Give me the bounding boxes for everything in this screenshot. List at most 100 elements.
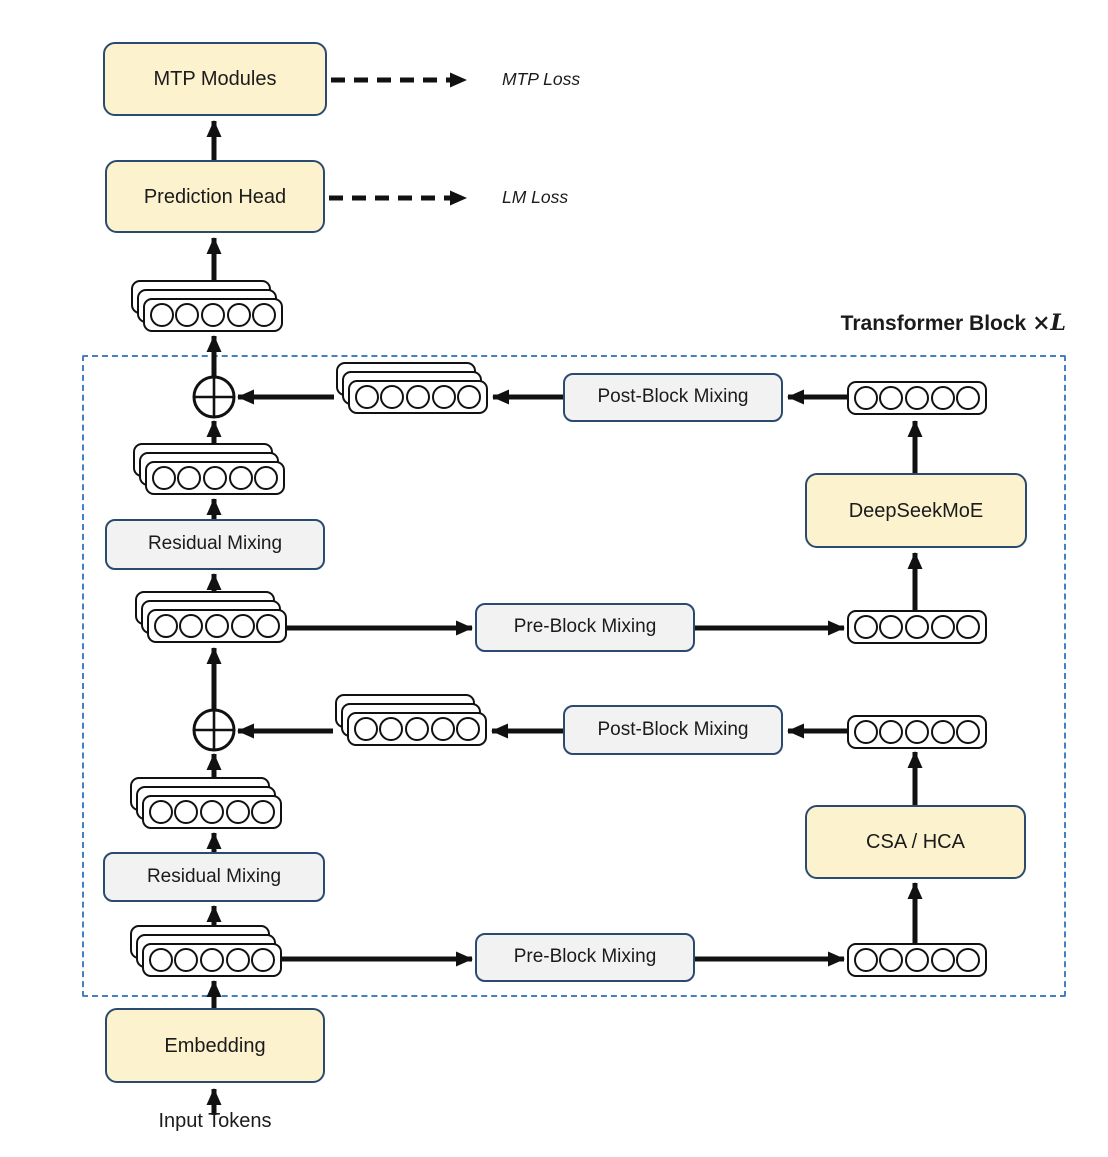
token-cell <box>904 386 929 410</box>
token-cell <box>879 948 904 972</box>
token-cell <box>956 720 981 744</box>
token-stack-residual-in-lower <box>130 925 282 977</box>
token-cell <box>853 615 878 639</box>
token-cell <box>930 948 955 972</box>
transformer-block-title: Transformer Block ×L <box>650 310 1066 336</box>
token-stack-postmix-lower <box>335 694 487 746</box>
node-embedding: Embedding <box>105 1008 325 1083</box>
token-stack-residual-out-upper <box>133 443 285 495</box>
token-cell <box>379 717 404 741</box>
token-cell <box>251 800 276 824</box>
token-cell <box>204 614 229 638</box>
node-residual-mixing-upper-label: Residual Mixing <box>147 533 283 555</box>
token-cell <box>252 303 277 327</box>
token-cell <box>457 385 482 409</box>
token-cell <box>853 386 878 410</box>
token-cell <box>956 948 981 972</box>
token-cell <box>930 720 955 744</box>
token-vector <box>142 943 282 977</box>
node-prediction-head-label: Prediction Head <box>143 185 287 208</box>
transformer-block-title-text: Transformer Block <box>840 312 1027 335</box>
token-cell <box>930 386 955 410</box>
node-embedding-label: Embedding <box>164 1034 266 1057</box>
node-post-block-mixing-lower-label: Post-Block Mixing <box>597 718 749 740</box>
node-pre-block-mixing-upper-label: Pre-Block Mixing <box>513 616 657 638</box>
mtp-loss-label: MTP Loss <box>502 69 581 89</box>
token-cell <box>353 717 378 741</box>
token-stack-residual-out-lower <box>130 777 282 829</box>
node-csa-hca-label: CSA / HCA <box>866 831 965 853</box>
node-csa-hca: CSA / HCA <box>805 805 1026 879</box>
token-vector-moe-out <box>847 381 987 415</box>
token-cell <box>904 615 929 639</box>
token-vector <box>348 380 488 414</box>
token-cell <box>251 948 276 972</box>
transformer-block-repeat: ×L <box>1032 310 1066 336</box>
token-cell <box>256 614 281 638</box>
token-cell <box>148 948 173 972</box>
token-cell <box>930 615 955 639</box>
node-mtp-modules: MTP Modules <box>103 42 327 116</box>
token-cell <box>254 466 279 490</box>
node-residual-mixing-upper: Residual Mixing <box>105 519 325 570</box>
node-post-block-mixing-lower: Post-Block Mixing <box>563 705 783 755</box>
node-deepseekmoe: DeepSeekMoE <box>805 473 1027 548</box>
token-cell <box>853 720 878 744</box>
token-vector-attn-in <box>847 943 987 977</box>
token-stack-output <box>131 280 283 332</box>
token-cell <box>179 614 204 638</box>
node-post-block-mixing-upper: Post-Block Mixing <box>563 373 783 422</box>
node-deepseekmoe-label: DeepSeekMoE <box>848 499 984 522</box>
token-vector <box>147 609 287 643</box>
token-vector-attn-out <box>847 715 987 749</box>
node-pre-block-mixing-upper: Pre-Block Mixing <box>475 603 695 652</box>
token-cell <box>879 386 904 410</box>
token-vector <box>142 795 282 829</box>
node-residual-mixing-lower: Residual Mixing <box>103 852 325 902</box>
token-cell <box>404 717 429 741</box>
token-stack-residual-in-upper <box>135 591 287 643</box>
token-cell <box>230 614 255 638</box>
node-mtp-modules-label: MTP Modules <box>153 68 277 90</box>
token-cell <box>202 466 227 490</box>
token-cell <box>405 385 430 409</box>
token-cell <box>354 385 379 409</box>
node-post-block-mixing-upper-label: Post-Block Mixing <box>597 386 749 408</box>
token-cell <box>225 948 250 972</box>
token-cell <box>174 800 199 824</box>
token-cell <box>431 385 456 409</box>
node-residual-mixing-lower-label: Residual Mixing <box>146 865 282 887</box>
token-vector <box>145 461 285 495</box>
token-cell <box>956 615 981 639</box>
token-cell <box>879 720 904 744</box>
token-cell <box>226 303 251 327</box>
token-cell <box>430 717 455 741</box>
token-cell <box>228 466 253 490</box>
token-cell <box>879 615 904 639</box>
token-cell <box>380 385 405 409</box>
token-cell <box>456 717 481 741</box>
token-cell <box>225 800 250 824</box>
token-cell <box>151 466 176 490</box>
loss-arrows <box>329 72 467 206</box>
token-cell <box>904 948 929 972</box>
token-cell <box>199 948 224 972</box>
token-cell <box>853 948 878 972</box>
token-cell <box>956 386 981 410</box>
token-cell <box>175 303 200 327</box>
token-stack-postmix-upper <box>336 362 488 414</box>
node-pre-block-mixing-lower-label: Pre-Block Mixing <box>513 946 657 968</box>
node-pre-block-mixing-lower: Pre-Block Mixing <box>475 933 695 982</box>
token-cell <box>174 948 199 972</box>
token-cell <box>177 466 202 490</box>
token-cell <box>153 614 178 638</box>
transformer-block-outline <box>82 355 1066 997</box>
token-vector <box>347 712 487 746</box>
input-tokens-label: Input Tokens <box>158 1110 272 1132</box>
node-prediction-head: Prediction Head <box>105 160 325 233</box>
token-cell <box>200 303 225 327</box>
token-cell <box>148 800 173 824</box>
token-cell <box>149 303 174 327</box>
token-vector-moe-in <box>847 610 987 644</box>
